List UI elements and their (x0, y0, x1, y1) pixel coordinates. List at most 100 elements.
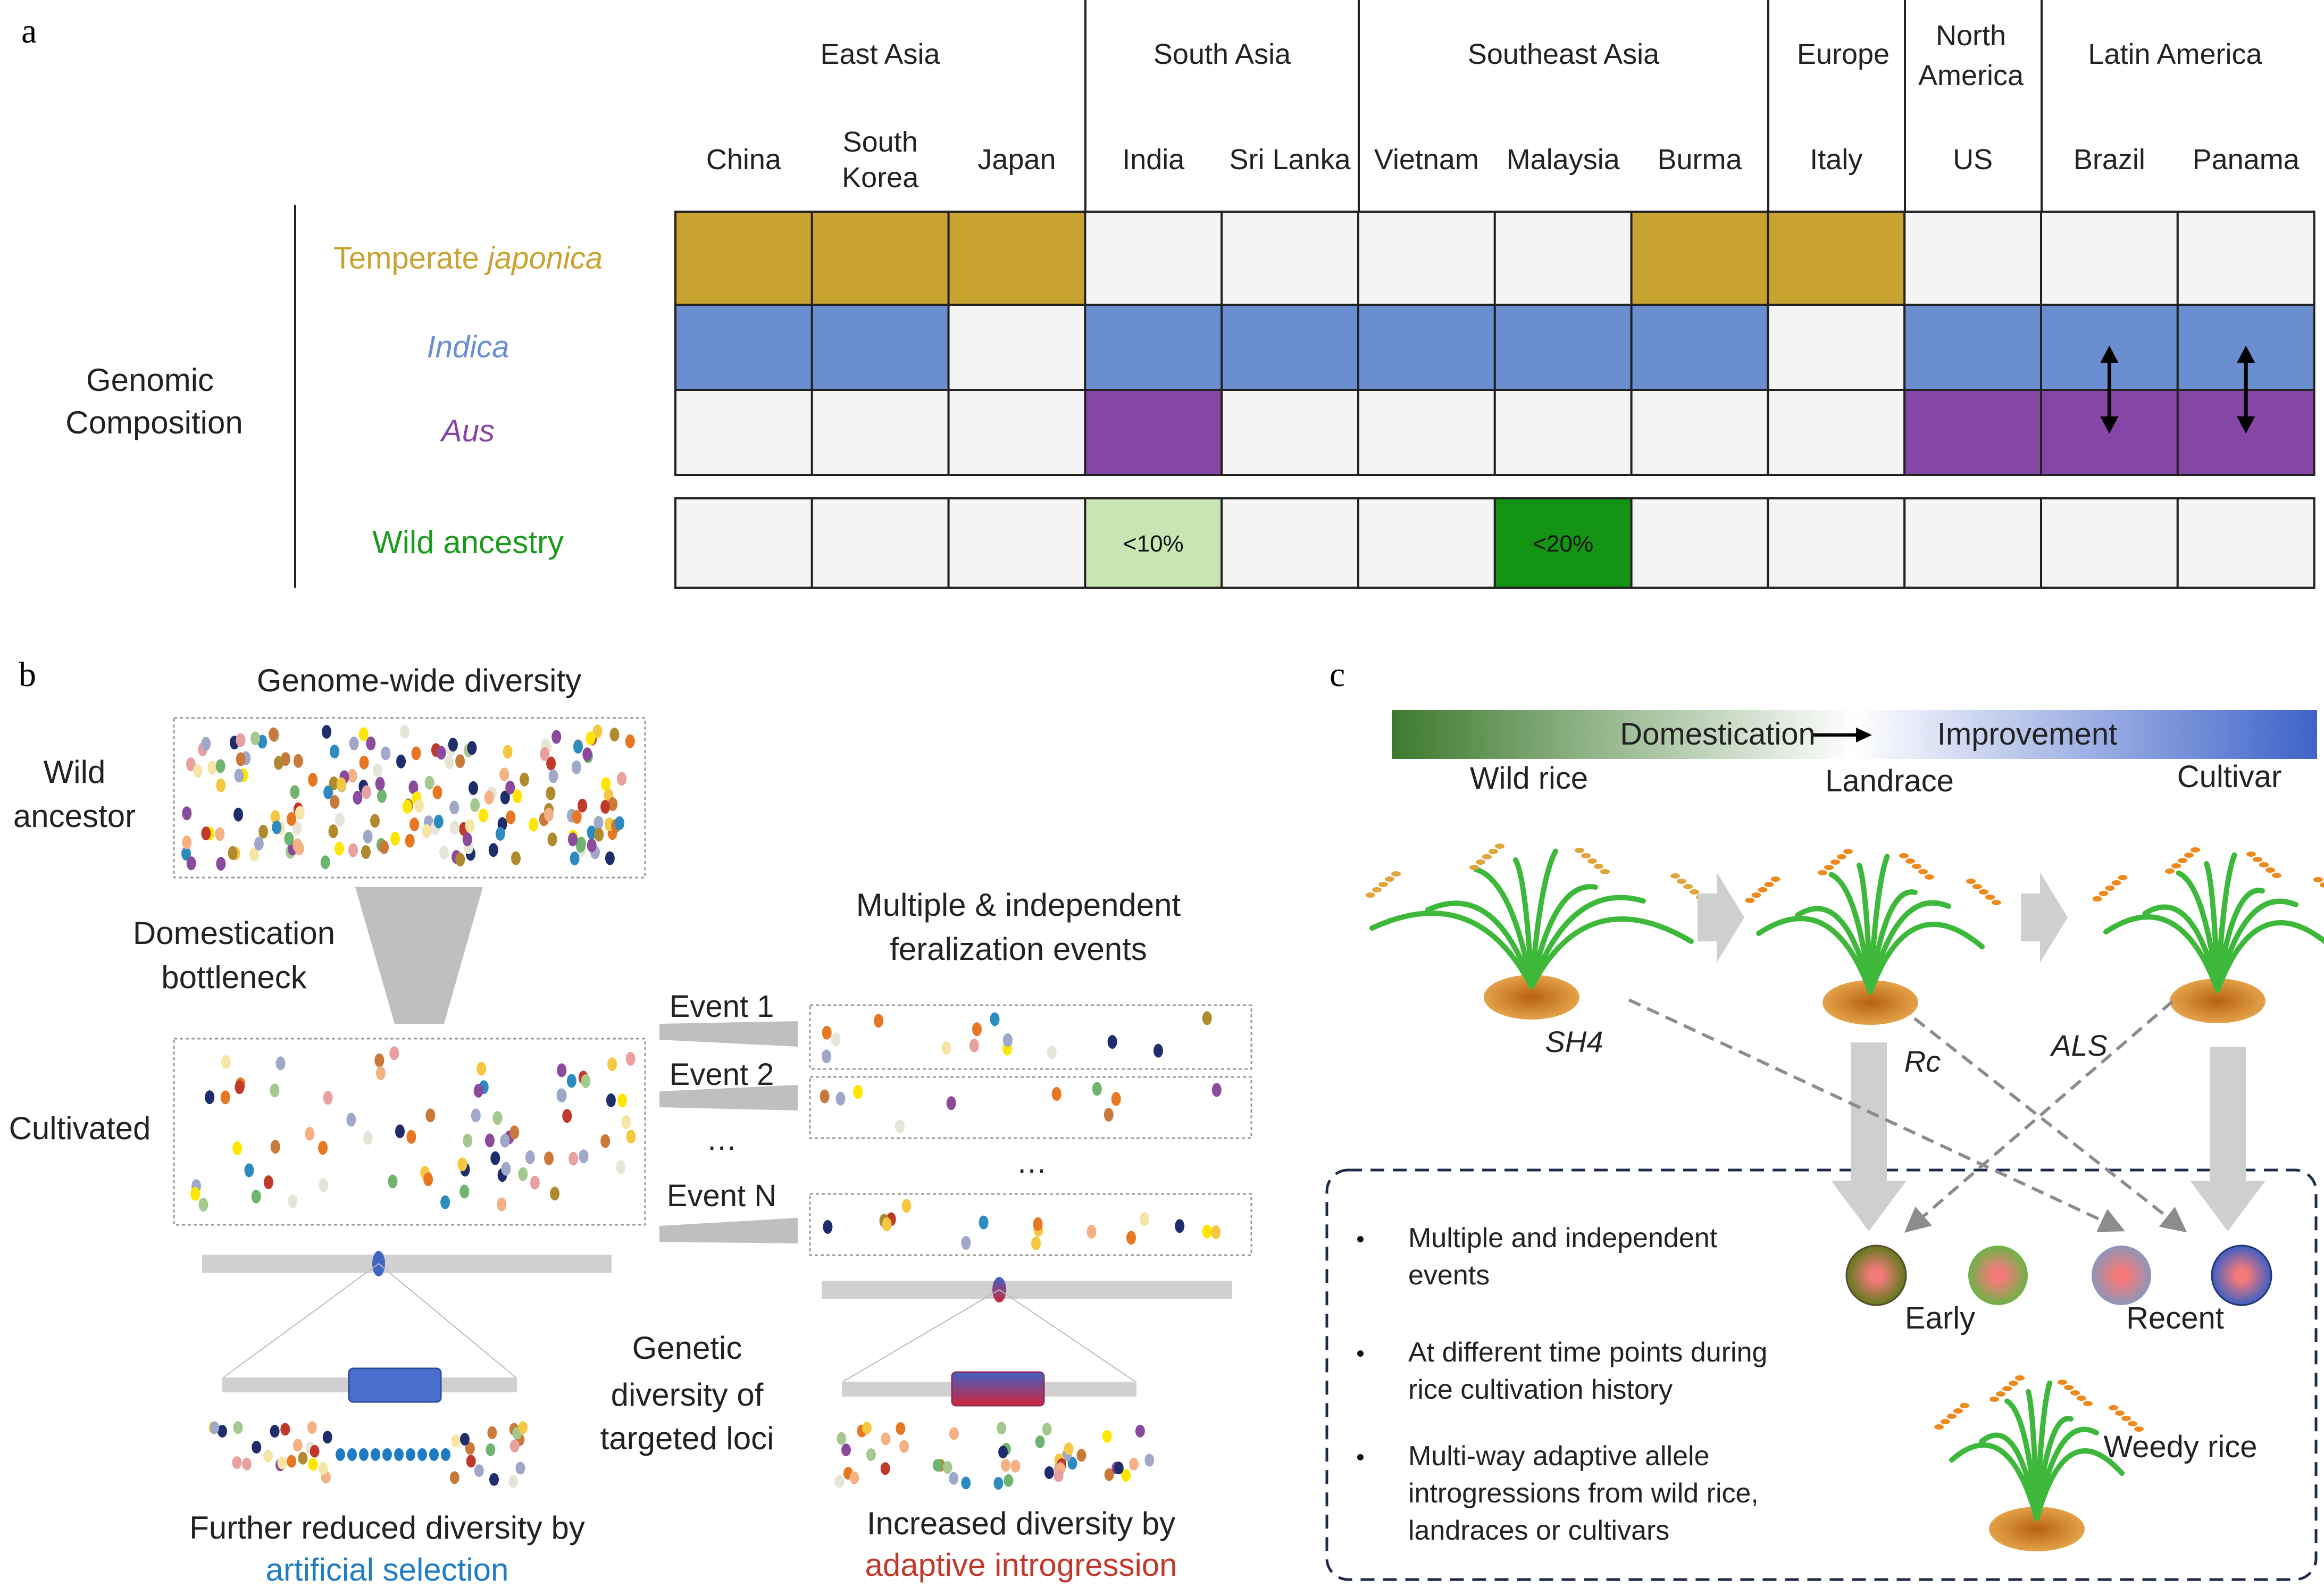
allele-dot (358, 727, 369, 741)
zoom-line-left-b (378, 1263, 516, 1378)
cell-japonica-sri-lanka (1220, 211, 1359, 306)
selected-locus (348, 1367, 442, 1403)
allele-dot (270, 1140, 280, 1154)
event-1-label: Event 1 (670, 989, 774, 1024)
cell-aus-us (1903, 389, 2042, 476)
grain (1830, 859, 1840, 865)
allele-dot (400, 724, 409, 739)
allele-dot (252, 1441, 262, 1454)
grain (2002, 1386, 2012, 1391)
allele-dot (621, 1115, 631, 1129)
allele-dot (288, 1194, 298, 1208)
region-southeast-asia: Southeast Asia (1468, 38, 1660, 70)
allele-dot (236, 752, 246, 766)
allele-dot (544, 1151, 554, 1166)
allele-dot (444, 755, 454, 769)
allele-dot (550, 1187, 560, 1201)
allele-dot (336, 777, 346, 791)
allele-dot (449, 821, 459, 834)
genome-wide-title: Genome-wide diversity (257, 663, 581, 698)
composition-grid (674, 211, 2315, 476)
allele-dot (425, 1108, 436, 1123)
allele-dot (423, 1172, 433, 1187)
allele-dot (375, 776, 385, 791)
wild-cell-brazil (2040, 497, 2179, 589)
cell-indica-sri-lanka (1220, 304, 1359, 391)
allele-dot (862, 1421, 872, 1434)
allele-dot (932, 1459, 942, 1472)
grain (1985, 895, 1995, 900)
cell-japonica-italy (1767, 211, 1906, 306)
weedy-rice-plant (1934, 1375, 2144, 1551)
allele-dot (433, 814, 444, 829)
allele-dot (275, 1056, 286, 1071)
allele-dot (323, 785, 333, 799)
allele-dot (347, 769, 357, 783)
allele-dot (287, 1455, 297, 1468)
allele-dot (1211, 1083, 1222, 1097)
allele-dot (242, 1457, 252, 1471)
leaf (2103, 914, 2220, 993)
allele-dot (485, 1133, 495, 1148)
allele-dot (487, 1426, 497, 1439)
allele-dot (305, 1126, 315, 1141)
allele-dot (293, 754, 303, 768)
allele-dot (571, 760, 581, 774)
bottleneck-funnel (355, 887, 483, 1024)
allele-dot (601, 777, 611, 791)
allele-dot (220, 1090, 230, 1105)
allele-dot (1202, 1011, 1212, 1025)
allele-dot (414, 799, 424, 813)
allele-dot (834, 1475, 845, 1488)
leaf (1868, 922, 1985, 995)
allele-dot (270, 810, 280, 824)
allele-dot (181, 847, 191, 861)
grain (1745, 898, 1755, 903)
country-italy: Italy (1810, 144, 1862, 176)
allele-dot (395, 1124, 405, 1139)
region-north-america-line2: America (1918, 60, 2024, 91)
allele-dot (182, 835, 192, 849)
allele-dot (547, 832, 557, 847)
allele-dot (568, 832, 578, 847)
allele-dot (1031, 1236, 1041, 1250)
row-label-indica: Indica (427, 330, 509, 364)
allele-dot (233, 807, 244, 822)
wild-cell-south-korea (810, 497, 950, 589)
zoom-line-right-b (999, 1289, 1136, 1382)
allele-dot (551, 730, 562, 744)
allele-dot (379, 840, 389, 854)
leaf (1949, 1442, 2039, 1521)
grain (1966, 879, 1976, 884)
allele-dot (417, 1448, 427, 1461)
allele-dot (370, 814, 380, 828)
allele-dot (1144, 1454, 1155, 1467)
allele-dot (616, 1160, 626, 1174)
feral-title-line2: feralization events (890, 931, 1147, 967)
grain (1751, 892, 1761, 898)
leaf (2034, 1448, 2125, 1521)
allele-dot (215, 759, 225, 773)
grain (2253, 857, 2262, 862)
cell-indica-vietnam (1357, 304, 1496, 391)
allele-dot (998, 1446, 1008, 1459)
grain (1391, 871, 1401, 876)
leaf (2215, 888, 2265, 993)
grain (2259, 862, 2269, 867)
grain (1989, 1397, 1999, 1402)
allele-dot (182, 806, 192, 821)
grain (1469, 865, 1479, 870)
country-burma: Burma (1657, 144, 1742, 176)
allele-dot (1035, 1435, 1045, 1448)
grain (1378, 882, 1388, 887)
leaf (1529, 895, 1646, 989)
stage-cultivar: Cultivar (2177, 759, 2282, 794)
allele-dot (1010, 1459, 1021, 1473)
allele-dot (500, 790, 510, 805)
grain (1972, 884, 1982, 889)
allele-dot (210, 1421, 220, 1434)
allele-dot (606, 1093, 616, 1107)
allele-dot (190, 1187, 200, 1201)
